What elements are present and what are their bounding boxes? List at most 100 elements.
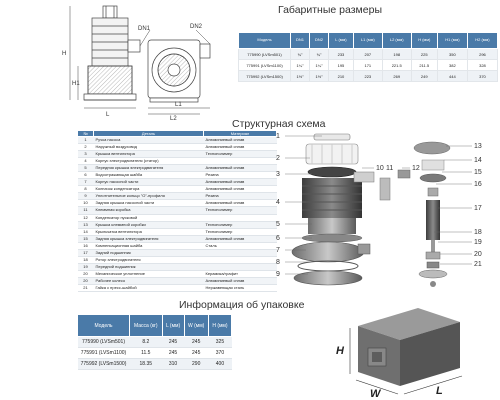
part-callout-12: 12: [412, 165, 420, 172]
part-name: Задний подшипник: [93, 249, 204, 257]
part-number: 6: [77, 171, 94, 180]
part-name: Колпачок конденсатора: [93, 185, 204, 194]
cell: 310: [162, 358, 185, 370]
cell: 775990 (LVSm501): [77, 336, 130, 348]
part-number: 12: [77, 214, 94, 222]
part-material: Алюминиевый сплав: [203, 136, 277, 145]
header-cell: Масса (кг): [129, 314, 163, 337]
part-material: Технополимер: [203, 150, 277, 159]
part-material: [203, 249, 277, 257]
part-number: 10: [77, 199, 94, 208]
cell: 210: [328, 70, 354, 82]
table-row: 775990 (LVSm501) 8.2 245 245 325: [77, 336, 232, 348]
cell: 245: [162, 347, 185, 359]
part-material: Резина: [203, 171, 277, 180]
header-cell: Модель: [238, 32, 291, 49]
header-cell: DN2: [309, 32, 330, 49]
table-row: 775991 (LVSm1100) 1¼" 1¼" 195 171 221.5 …: [238, 59, 499, 71]
part-material: Алюминиевый сплав: [203, 143, 277, 152]
table-row: 775991 (LVSm1100) 11.5 245 245 370: [77, 347, 232, 359]
package-box-illustration: H W L: [336, 308, 463, 398]
part-name: Конденсатор пусковой: [93, 214, 204, 222]
cell: 233: [328, 48, 354, 60]
structure-title: Структурная схема: [232, 118, 326, 130]
part-material: Алюминиевый сплав: [203, 235, 277, 243]
header-cell: L1 (мм): [352, 32, 383, 49]
part-number: 7: [77, 178, 94, 187]
header-cell: L (мм): [161, 314, 185, 337]
label-dn1: DN1: [138, 26, 151, 32]
cell: 11.5: [129, 347, 163, 359]
part-name: Передняя крышка электродвигателя: [93, 164, 204, 173]
part-callout-9: 9: [276, 271, 280, 278]
part-callout-5: 5: [276, 221, 280, 228]
cell: 249: [410, 70, 438, 82]
part-callout-11: 11: [386, 165, 393, 172]
part-name: Корпус насосной части: [93, 178, 204, 187]
cell: 245: [184, 347, 209, 359]
cell: 221.5: [381, 59, 412, 71]
part-material: [203, 214, 277, 222]
part-name: Компенсационная шайба: [93, 242, 204, 250]
cell: 269: [381, 70, 412, 82]
part-material: Резина: [203, 192, 277, 201]
part-number: 14: [77, 228, 94, 236]
part-name: Крышка клеммной коробки: [93, 221, 204, 229]
cell: 1½": [309, 70, 330, 82]
part-material: Алюминиевый сплав: [203, 185, 277, 194]
cell: ¾": [309, 48, 330, 60]
part-name: Корпус электродвигателя (статор): [93, 157, 204, 166]
part-material: Алюминиевый сплав: [203, 164, 277, 173]
part-name: Крыльчатка вентилятора: [93, 228, 204, 236]
dimensions-table: Модель DN1 DN2 L (мм) L1 (мм) L2 (мм) H …: [238, 32, 499, 82]
part-name: Передний подшипник: [93, 263, 204, 271]
table-row: 775992 (LVSm1500) 18.35 310 290 400: [77, 358, 232, 370]
dimensions-table-header: Модель DN1 DN2 L (мм) L1 (мм) L2 (мм) H …: [238, 32, 499, 49]
table-row: 775992 (LVSm1500) 1½" 1½" 210 223 269 24…: [238, 70, 499, 82]
cell: 775991 (LVSm1100): [77, 347, 130, 359]
part-material: Алюминиевый сплав: [203, 199, 277, 208]
part-number: 20: [77, 270, 94, 278]
part-name: Ручка насоса: [93, 136, 204, 145]
label-h: H: [62, 51, 66, 57]
cell: 8.2: [129, 336, 163, 348]
part-number: 11: [77, 206, 94, 215]
part-material: Керамика/графит: [203, 270, 277, 278]
part-number: 20: [77, 277, 94, 285]
part-material: Алюминиевый сплав: [203, 277, 277, 285]
header-cell: H1 (мм): [436, 32, 468, 49]
cell: 211.5: [410, 59, 438, 71]
cell: 325: [208, 336, 232, 348]
cell: 775992 (LVSm1500): [77, 358, 130, 370]
label-l2: L2: [170, 116, 177, 120]
part-callout-1: 1: [276, 133, 280, 140]
cell: 195: [328, 59, 354, 71]
part-material: Технополимер: [203, 221, 277, 229]
cell: 1¼": [289, 59, 311, 71]
part-callout-4: 4: [276, 199, 280, 206]
header-cell: DN1: [289, 32, 311, 49]
part-number: 4: [77, 157, 94, 166]
header-cell: Модель: [77, 314, 130, 337]
part-callout-14: 14: [474, 157, 482, 164]
part-name: Уплотнительное кольцо "О"-профиля: [93, 192, 204, 201]
part-number: 5: [77, 164, 94, 173]
cell: 207: [352, 48, 383, 60]
cell: 245: [184, 336, 209, 348]
cell: 370: [466, 70, 499, 82]
part-callout-10: 10: [376, 165, 384, 172]
label-h1: H1: [72, 81, 80, 87]
label-l1: L1: [175, 102, 182, 108]
